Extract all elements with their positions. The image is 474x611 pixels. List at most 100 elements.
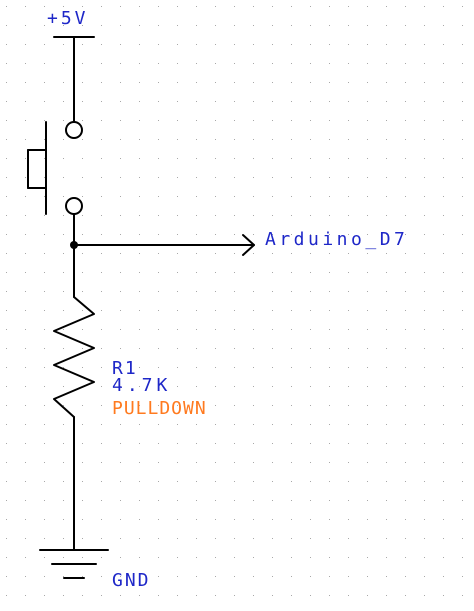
grid-dot xyxy=(253,158,254,159)
grid-dot xyxy=(158,6,159,7)
grid-dot xyxy=(82,63,83,64)
grid-dot xyxy=(424,25,425,26)
grid-dot xyxy=(329,272,330,273)
grid-dot xyxy=(120,63,121,64)
grid-dot xyxy=(348,82,349,83)
grid-dot xyxy=(139,120,140,121)
grid-dot xyxy=(101,538,102,539)
grid-dot xyxy=(234,576,235,577)
grid-dot xyxy=(272,63,273,64)
grid-dot xyxy=(310,139,311,140)
grid-dot xyxy=(291,538,292,539)
grid-dot xyxy=(25,538,26,539)
grid-dot xyxy=(25,500,26,501)
grid-dot xyxy=(101,120,102,121)
grid-dot xyxy=(424,177,425,178)
grid-dot xyxy=(6,44,7,45)
grid-dot xyxy=(367,386,368,387)
grid-dot xyxy=(196,367,197,368)
grid-dot xyxy=(6,557,7,558)
grid-dot xyxy=(120,481,121,482)
grid-dot xyxy=(234,538,235,539)
grid-dot xyxy=(367,44,368,45)
grid-dot xyxy=(44,462,45,463)
grid-dot xyxy=(462,481,463,482)
grid-dot xyxy=(139,101,140,102)
grid-dot xyxy=(367,196,368,197)
grid-dot xyxy=(82,215,83,216)
grid-dot xyxy=(424,310,425,311)
grid-dot xyxy=(6,101,7,102)
grid-dot xyxy=(386,101,387,102)
grid-dot xyxy=(196,82,197,83)
grid-dot xyxy=(329,405,330,406)
grid-dot xyxy=(291,234,292,235)
grid-dot xyxy=(291,44,292,45)
grid-dot xyxy=(196,6,197,7)
grid-dot xyxy=(367,329,368,330)
grid-dot xyxy=(462,215,463,216)
grid-dot xyxy=(386,462,387,463)
grid-dot xyxy=(405,44,406,45)
grid-dot xyxy=(462,405,463,406)
grid-dot xyxy=(424,538,425,539)
grid-dot xyxy=(215,424,216,425)
grid-dot xyxy=(139,253,140,254)
grid-dot xyxy=(386,253,387,254)
resistor-symbol[interactable] xyxy=(53,296,95,418)
grid-dot xyxy=(101,500,102,501)
grid-dot xyxy=(215,386,216,387)
grid-dot xyxy=(310,367,311,368)
grid-dot xyxy=(405,519,406,520)
grid-dot xyxy=(6,63,7,64)
grid-dot xyxy=(139,348,140,349)
resistor-value-label: 4.7K xyxy=(112,375,171,396)
grid-dot xyxy=(120,576,121,577)
grid-dot xyxy=(120,310,121,311)
grid-dot xyxy=(101,101,102,102)
grid-dot xyxy=(44,253,45,254)
grid-dot xyxy=(158,158,159,159)
grid-dot xyxy=(405,63,406,64)
grid-dot xyxy=(443,481,444,482)
grid-dot xyxy=(44,310,45,311)
grid-dot xyxy=(291,405,292,406)
grid-dot xyxy=(158,291,159,292)
grid-dot xyxy=(424,6,425,7)
grid-dot xyxy=(63,272,64,273)
grid-dot xyxy=(234,405,235,406)
grid-dot xyxy=(6,6,7,7)
grid-dot xyxy=(44,424,45,425)
grid-dot xyxy=(234,120,235,121)
grid-dot xyxy=(6,481,7,482)
grid-dot xyxy=(329,500,330,501)
grid-dot xyxy=(291,519,292,520)
grid-dot xyxy=(101,25,102,26)
grid-dot xyxy=(253,500,254,501)
grid-dot xyxy=(386,500,387,501)
grid-dot xyxy=(443,253,444,254)
grid-dot xyxy=(101,158,102,159)
grid-dot xyxy=(405,158,406,159)
push-button-switch[interactable] xyxy=(27,121,83,215)
grid-dot xyxy=(158,481,159,482)
grid-dot xyxy=(139,177,140,178)
grid-dot xyxy=(196,120,197,121)
grid-dot xyxy=(120,177,121,178)
grid-dot xyxy=(291,557,292,558)
grid-dot xyxy=(443,82,444,83)
grid-dot xyxy=(443,25,444,26)
grid-dot xyxy=(82,120,83,121)
grid-dot xyxy=(63,367,64,368)
grid-dot xyxy=(120,215,121,216)
grid-dot xyxy=(253,6,254,7)
grid-dot xyxy=(253,367,254,368)
grid-dot xyxy=(291,253,292,254)
grid-dot xyxy=(196,557,197,558)
grid-dot xyxy=(158,557,159,558)
grid-dot xyxy=(82,576,83,577)
grid-dot xyxy=(44,538,45,539)
grid-dot xyxy=(272,101,273,102)
grid-dot xyxy=(215,101,216,102)
grid-dot xyxy=(120,500,121,501)
